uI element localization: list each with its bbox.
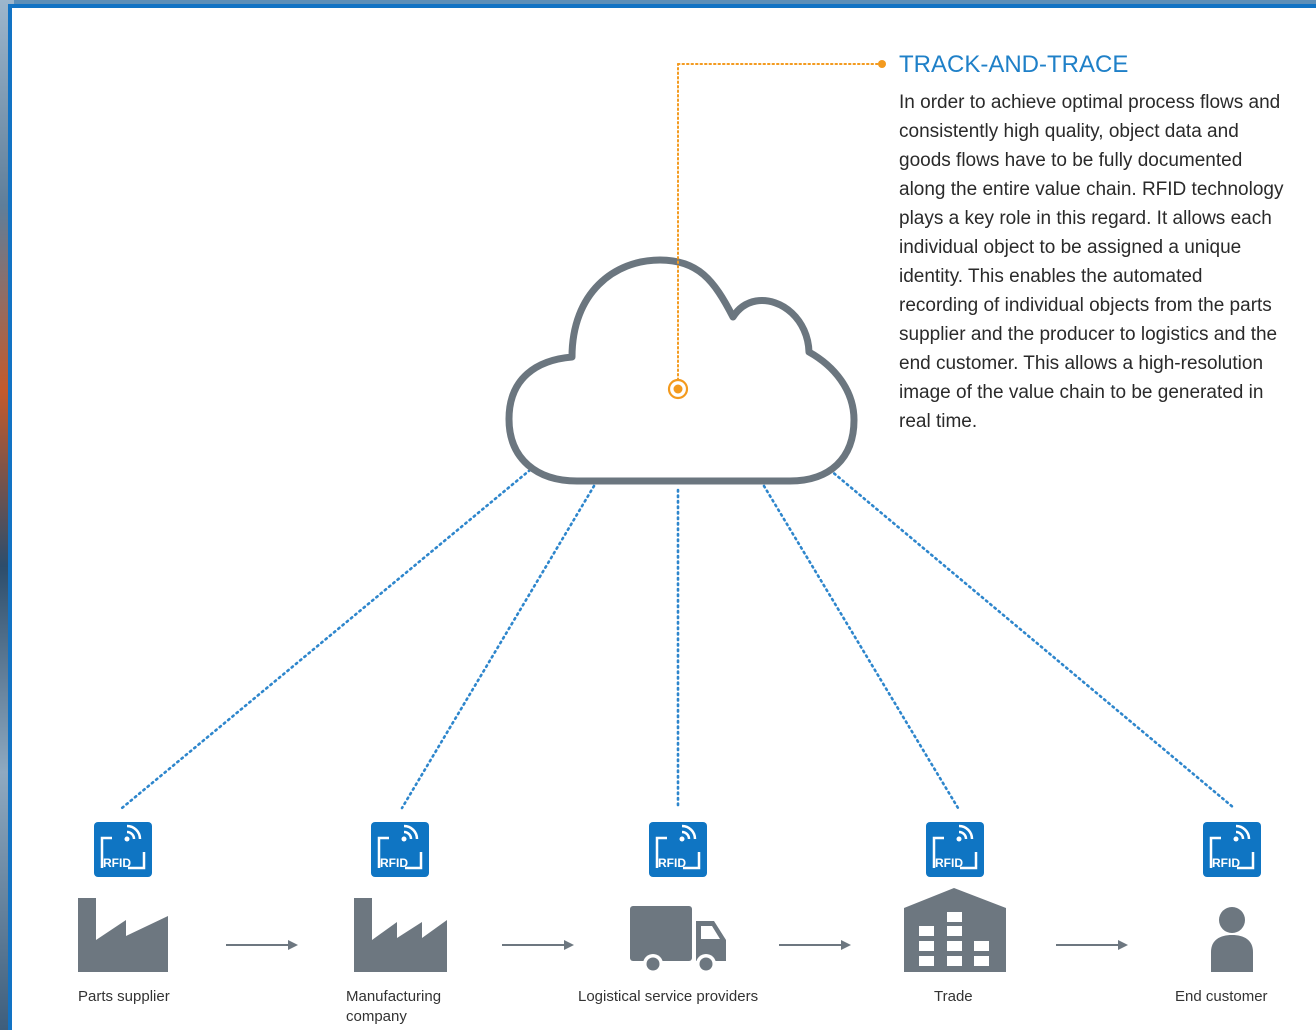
rfid-tag-text: RFID: [1212, 856, 1240, 870]
value-chain-diagram: RFID RFID RFID RFID: [78, 60, 1261, 974]
chain-label-end-customer: End customer: [1175, 988, 1268, 1005]
connector-lines: [120, 468, 1236, 810]
rfid-tag-logistics: RFID: [649, 822, 707, 877]
section-title: TRACK-AND-TRACE: [899, 51, 1129, 78]
rfid-chip-icon: [649, 822, 707, 877]
arrow-right-icon: [1056, 940, 1128, 950]
factory-icon: [354, 898, 447, 972]
cloud-icon: [505, 256, 858, 485]
chain-label-trade: Trade: [934, 988, 973, 1005]
callout-dot-end: [878, 60, 886, 68]
connector-line-manufacturing: [400, 484, 596, 810]
rfid-tag-text: RFID: [935, 856, 963, 870]
flow-arrows: [226, 940, 1128, 950]
rfid-chip-icon: [1203, 822, 1261, 877]
arrow-right-icon: [502, 940, 574, 950]
chain-label-logistical-service-providers: Logistical service providers: [578, 988, 759, 1005]
rfid-chip-icon: [371, 822, 429, 877]
rfid-tag-text: RFID: [658, 856, 686, 870]
rfid-tag-end-customer: RFID: [1203, 822, 1261, 877]
rfid-tag-text: RFID: [380, 856, 408, 870]
arrow-right-icon: [779, 940, 851, 950]
warehouse-icon: [904, 888, 1006, 972]
rfid-chip-icon: [94, 822, 152, 877]
arrow-right-icon: [226, 940, 298, 950]
chain-label-parts-supplier: Parts supplier: [78, 988, 170, 1005]
callout-line: [677, 63, 883, 381]
rfid-tag-parts-supplier: RFID: [94, 822, 152, 877]
connector-line-parts-supplier: [120, 468, 532, 810]
connector-line-trade: [762, 484, 960, 810]
factory-icon: [78, 898, 168, 972]
truck-icon: [630, 906, 726, 974]
person-icon: [1211, 907, 1253, 972]
rfid-tag-manufacturing: RFID: [371, 822, 429, 877]
rfid-chip-icon: [926, 822, 984, 877]
rfid-tag-trade: RFID: [926, 822, 984, 877]
section-body-text: In order to achieve optimal process flow…: [899, 92, 1284, 432]
callout-target-dot: [673, 384, 683, 394]
rfid-tag-text: RFID: [103, 856, 131, 870]
connector-line-end-customer: [828, 468, 1236, 810]
chain-label-manufacturing-company: Manufacturing company: [346, 988, 442, 1025]
diagram-frame: RFID RFID RFID RFID: [8, 4, 1316, 1030]
